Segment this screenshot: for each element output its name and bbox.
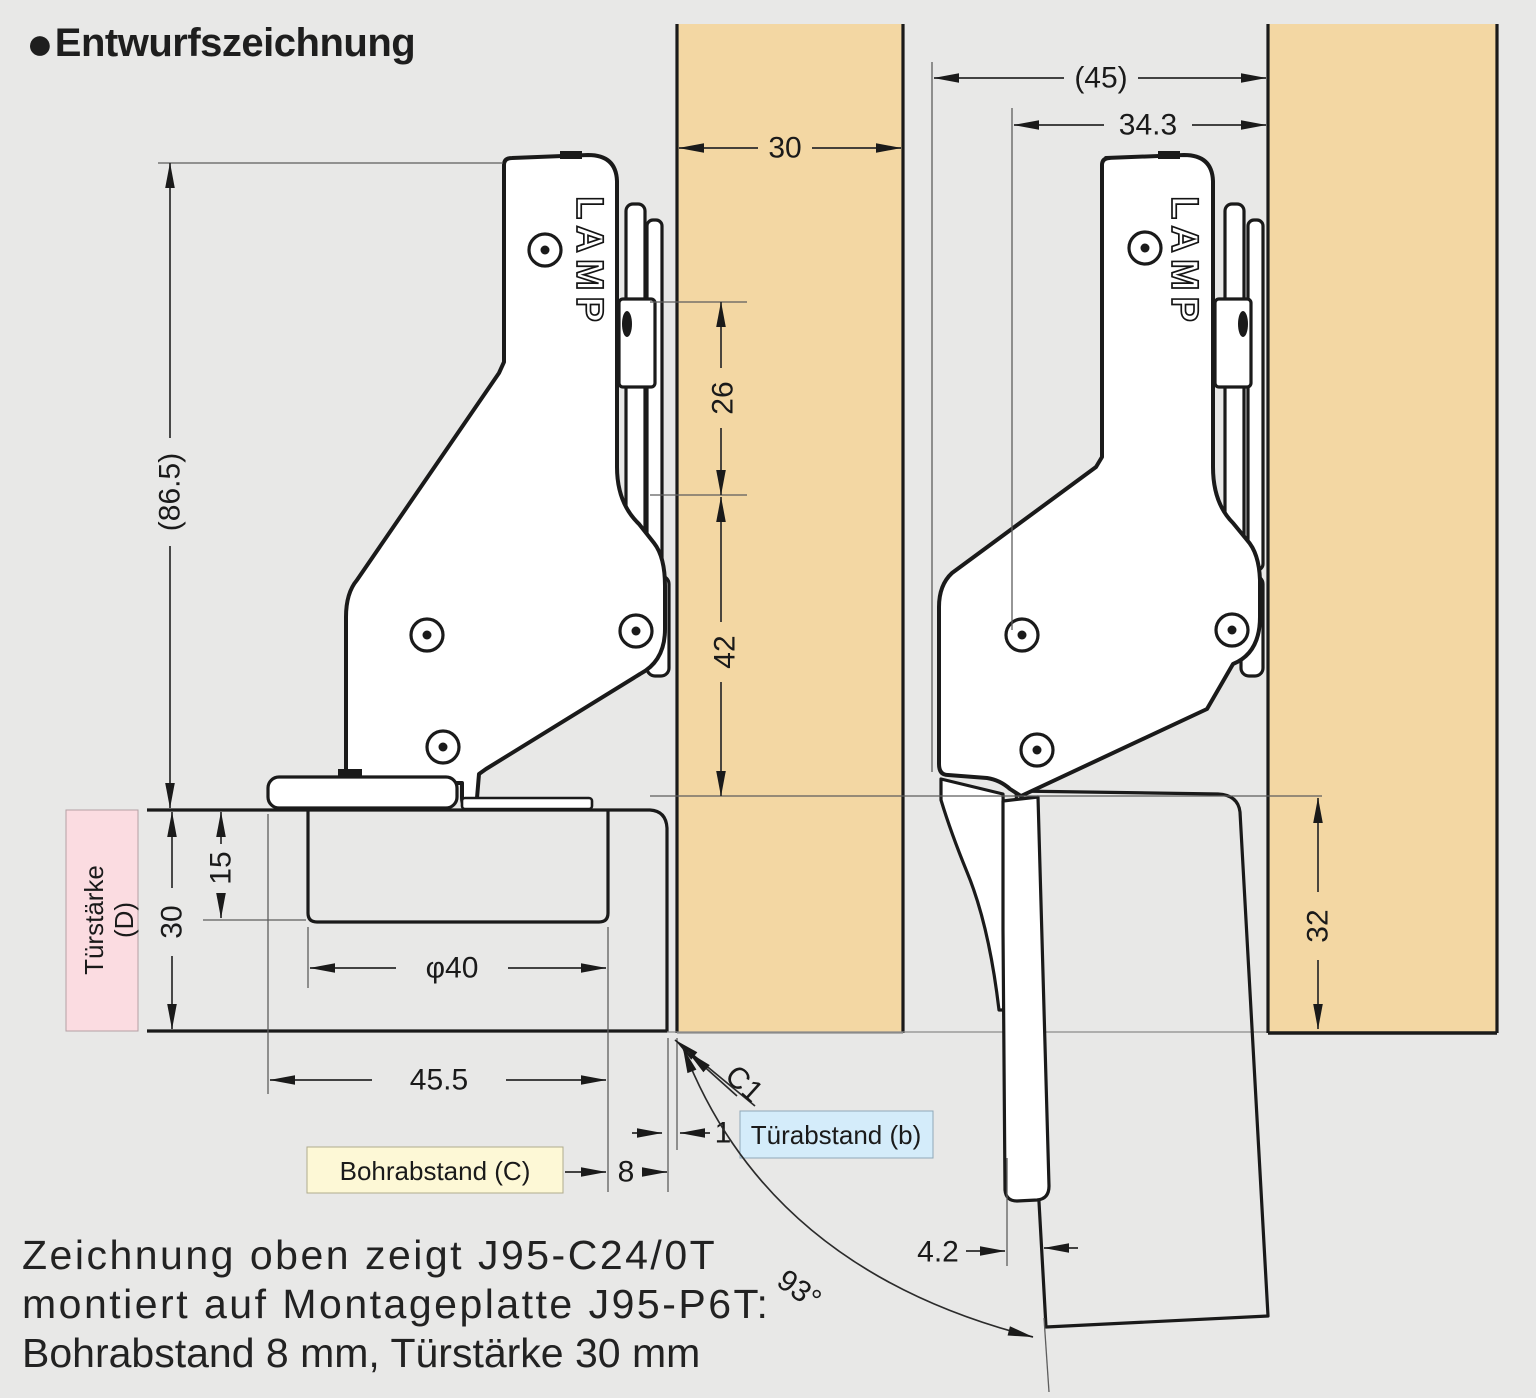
screw-icon	[425, 729, 461, 765]
arm-top-tab	[560, 151, 582, 159]
screw-icon	[1019, 732, 1055, 768]
door-plate	[939, 777, 1010, 1012]
label-box-door-thickness	[65, 809, 139, 1032]
clamp-slot	[622, 311, 632, 337]
dim-overall-height: (86.5)	[154, 453, 187, 531]
dim-panel-width: 30	[768, 132, 801, 165]
screw-icon	[1214, 612, 1250, 648]
cup-on-door	[1001, 795, 1051, 1203]
screw-icon	[618, 613, 654, 649]
dim-opening-angle: 93°	[771, 1263, 827, 1316]
cabinet-side-panel	[677, 24, 903, 1033]
right-view: LAMP	[937, 24, 1499, 1329]
dim-door-gap: 1	[715, 1117, 732, 1150]
screw-icon	[527, 232, 563, 268]
dim-plate-hole-top: 26	[707, 381, 740, 414]
dim-drill-distance: 8	[618, 1156, 635, 1189]
base-plate	[266, 775, 459, 810]
dim-arm-depth: 34.3	[1119, 109, 1177, 142]
brand-logo: LAMP	[1163, 196, 1205, 328]
dim-cup-center-span: 45.5	[410, 1064, 468, 1097]
bullet-icon: ●	[26, 17, 54, 69]
label-door-gap: Türabstand (b)	[751, 1120, 922, 1150]
extension-line	[1043, 1317, 1050, 1393]
screw-icon	[1004, 617, 1040, 653]
cabinet-side-panel	[1268, 24, 1497, 1033]
label-door-thickness-sub: (D)	[109, 902, 139, 938]
dim-overall-depth: (45)	[1074, 62, 1127, 95]
dim-plate-height: 32	[1302, 909, 1335, 942]
hinge-arm	[937, 153, 1262, 798]
hinge-arm	[344, 153, 667, 808]
footnote-line: Bohrabstand 8 mm, Türstärke 30 mm	[22, 1330, 701, 1376]
screw-icon	[1127, 230, 1163, 266]
label-door-thickness: Türstärke	[79, 865, 109, 975]
mounting-plate-on-panel	[645, 218, 664, 572]
door-closed	[147, 808, 669, 1033]
footnote-line: montiert auf Montageplatte J95-P6T:	[22, 1281, 771, 1327]
plate-lip	[460, 796, 594, 811]
clamp-slot	[1238, 311, 1248, 337]
label-drill-distance: Bohrabstand (C)	[340, 1156, 531, 1186]
label-box-drill-distance	[306, 1146, 564, 1194]
chamfer-note: C1	[719, 1059, 770, 1109]
left-view: LAMP	[147, 24, 1268, 1034]
dim-cup-depth: 15	[205, 851, 238, 884]
footnote-line: Zeichnung oben zeigt J95-C24/0T	[22, 1232, 718, 1278]
cup-hole	[306, 810, 610, 924]
dim-cup-diameter: φ40	[426, 952, 479, 985]
screw-icon	[409, 617, 445, 653]
dim-door-thickness: 30	[156, 905, 189, 938]
mounting-plate-on-panel	[1246, 218, 1265, 572]
footnote: Zeichnung oben zeigt J95-C24/0T montiert…	[22, 1231, 770, 1378]
page-title-text: Entwurfszeichnung	[54, 20, 416, 65]
arm-top-tab	[1158, 151, 1180, 159]
clamp-block	[1213, 297, 1253, 389]
angle-arc	[682, 1047, 1034, 1338]
page-title: ● Entwurfszeichnung	[26, 17, 416, 69]
plate-tab	[338, 769, 362, 777]
door-open	[1014, 789, 1270, 1329]
dim-door-clearance: 4.2	[917, 1236, 959, 1269]
brand-logo: LAMP	[568, 196, 610, 328]
clamp-block	[617, 297, 657, 389]
dim-plate-hole-bottom: 42	[709, 635, 742, 668]
